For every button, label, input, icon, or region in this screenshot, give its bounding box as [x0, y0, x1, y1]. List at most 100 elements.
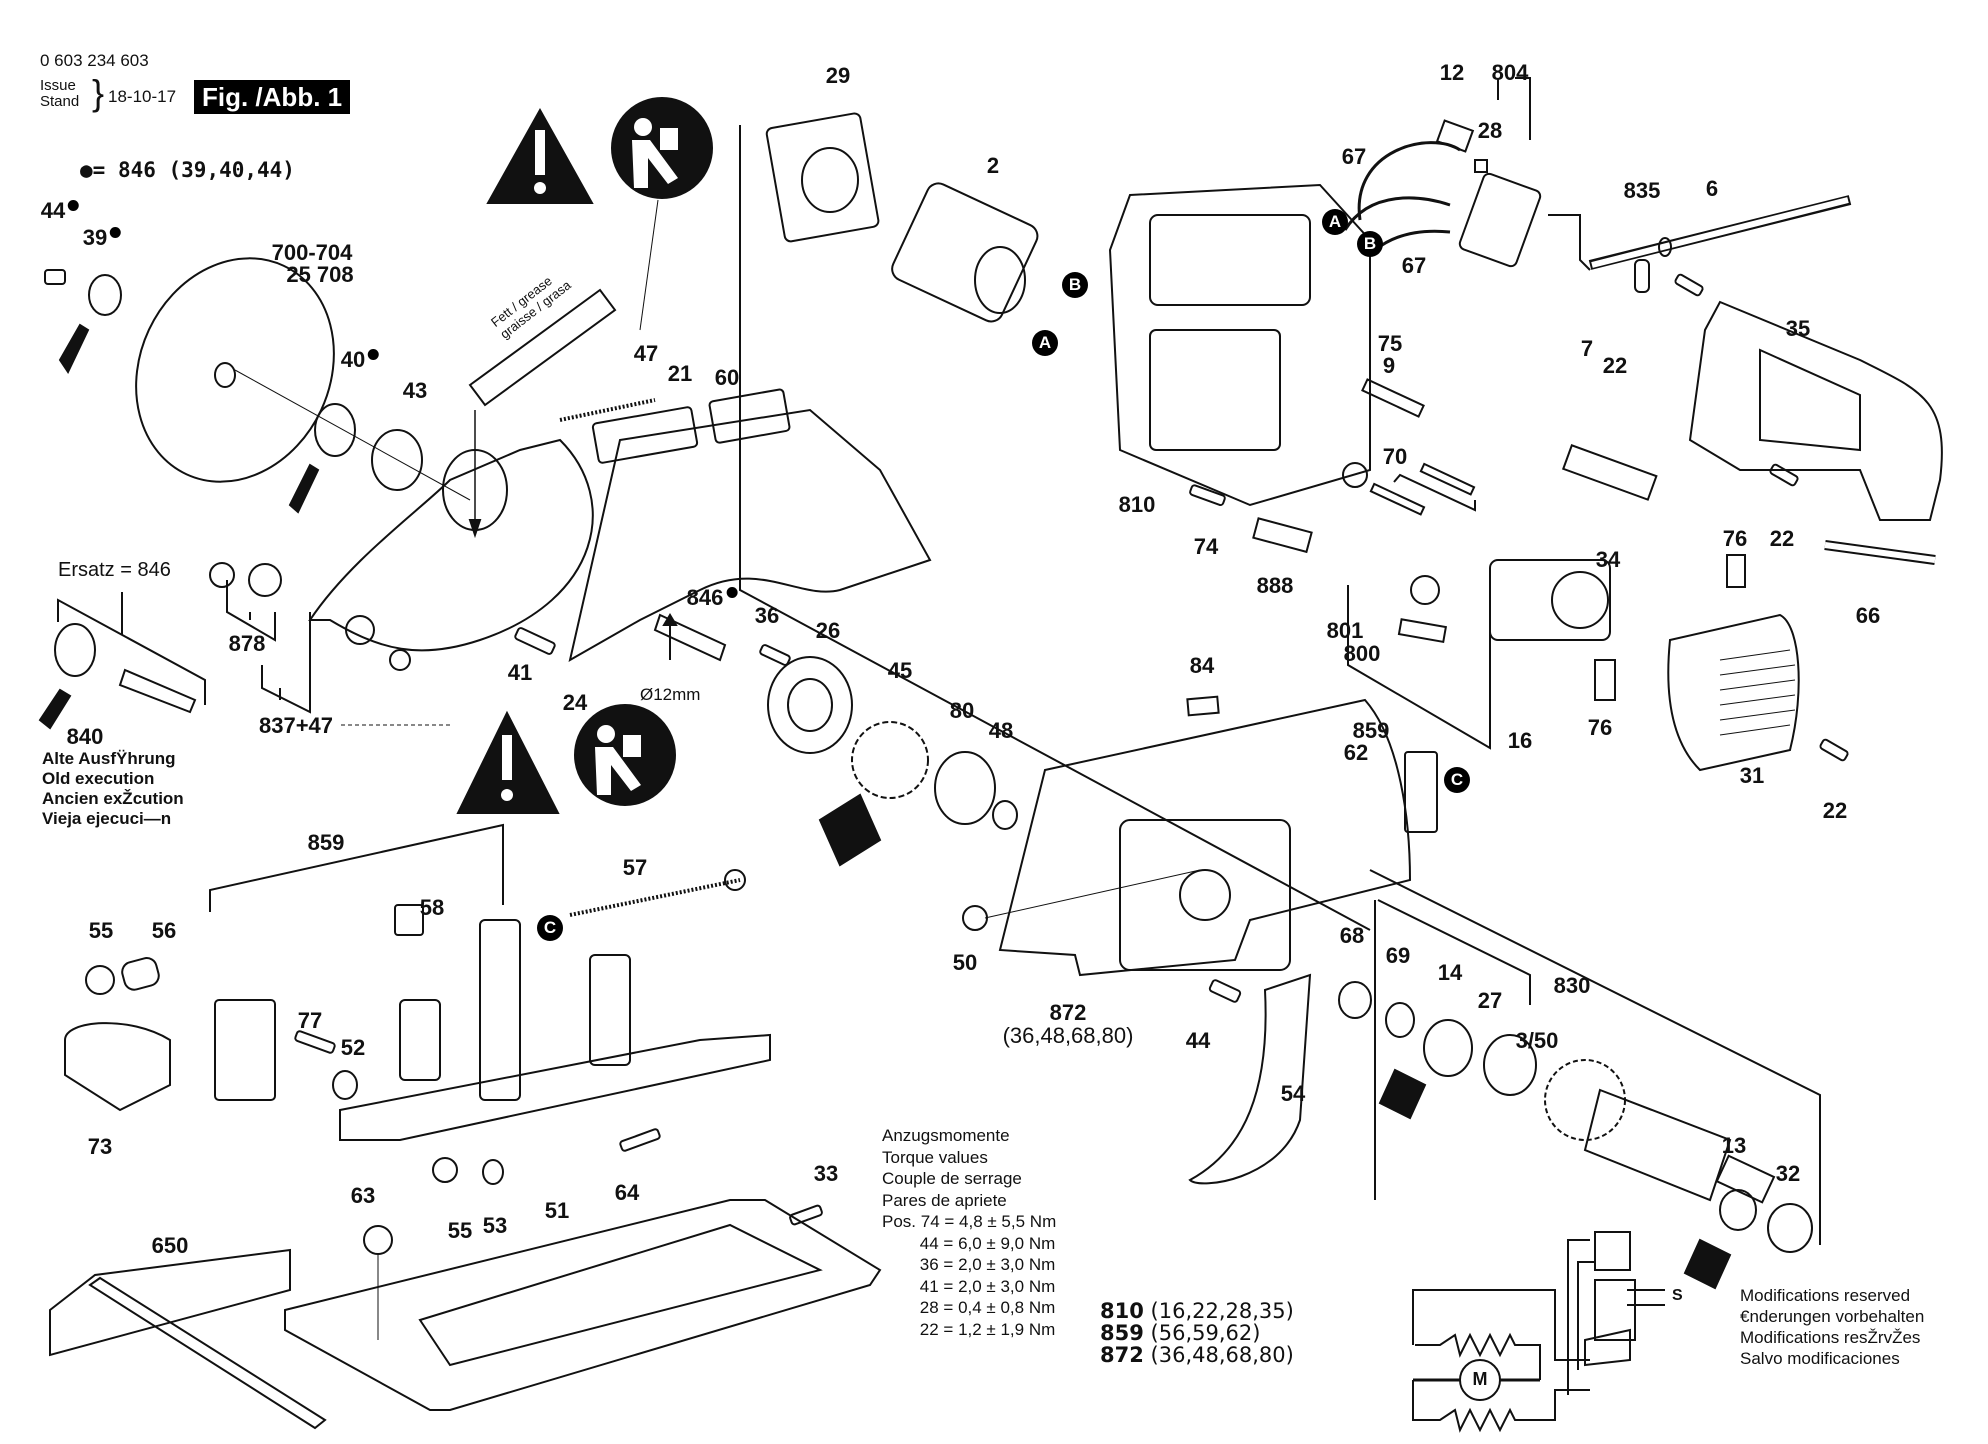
part-label: 878 [228, 631, 266, 656]
part-label: 40 [341, 349, 379, 371]
torque-row: Pos. 74 = 4,8 ± 5,5 Nm [882, 1212, 1057, 1231]
torque-values-table: Anzugsmomente Torque values Couple de se… [882, 1125, 1056, 1340]
bracket-62 [1404, 751, 1438, 833]
part-label: 27 [1477, 988, 1503, 1013]
screw-22 [1819, 738, 1849, 762]
part-label: 32 [1775, 1161, 1801, 1186]
strip-70 [1369, 482, 1426, 516]
connector-marker-b: B [1357, 231, 1383, 257]
warning-triangle-bottom [456, 710, 560, 814]
part-label: 28 [1477, 118, 1503, 143]
wiring-schematic [1412, 1231, 1665, 1433]
assembly-row: 872 (36,48,68,80) [1100, 1344, 1294, 1366]
torque-row: 41 = 2,0 ± 3,0 Nm [882, 1276, 1056, 1296]
part-label: 54 [1280, 1081, 1306, 1106]
part-label: 84 [1189, 653, 1215, 678]
nut-50 [962, 905, 988, 931]
part-label: 34 [1595, 547, 1621, 572]
bearing-68 [1338, 981, 1372, 1019]
brush-holder-16 [1489, 559, 1611, 641]
bushing-48 [992, 800, 1018, 830]
ball-bearing-14 [1423, 1019, 1473, 1077]
read-manual-icon-bottom [574, 704, 676, 806]
connector-marker-c: C [1444, 767, 1470, 793]
part-label: 58 [419, 895, 445, 920]
modifications-note: Modifications reserved €nderungen vorbeh… [1740, 1286, 1925, 1368]
switch-804 [1458, 172, 1542, 268]
armature-3-50 [1544, 1059, 1776, 1204]
assembly-id: 859 [1100, 1321, 1144, 1345]
handle-cover-35 [1688, 300, 1943, 521]
washer [248, 563, 282, 597]
assembly-parts: (56,59,62) [1150, 1321, 1261, 1345]
document-part-number: 0 603 234 603 [40, 51, 149, 70]
warning-triangle-top [486, 107, 594, 204]
part-label: 888 [1256, 573, 1294, 598]
wing-screw-55 [432, 1157, 458, 1183]
ersatz-label: Ersatz = 846 [58, 559, 171, 581]
part-label: 66 [1855, 603, 1881, 628]
part-label: 22 [1822, 798, 1848, 823]
diameter-note: Ø12mm [640, 685, 701, 704]
part-label: 69 [1385, 943, 1411, 968]
gear-marker [818, 793, 882, 867]
seal-ring-27 [1483, 1034, 1537, 1096]
knob-73 [64, 1022, 171, 1112]
screw-22 [1769, 463, 1799, 487]
part-label: 48 [988, 718, 1014, 743]
o-ring-80 [934, 751, 996, 825]
part-label: 75 [1377, 331, 1403, 356]
assembly-parts: (36,48,68,80) [1150, 1343, 1294, 1367]
part-label: 24 [562, 690, 588, 715]
assembly-list: 810 (16,22,28,35)859 (56,59,62)872 (36,4… [1100, 1300, 1294, 1366]
nut-53 [482, 1159, 504, 1185]
part-label: 52 [340, 1035, 366, 1060]
part-label: 41 [507, 660, 533, 685]
part-label: 33 [813, 1161, 839, 1186]
part-label: 62 [1343, 740, 1369, 765]
angle-scale [214, 999, 276, 1101]
assembly-row: 859 (56,59,62) [1100, 1322, 1294, 1344]
connector-marker-a: A [1322, 209, 1348, 235]
clip-58 [394, 904, 424, 936]
part-label: 830 [1553, 973, 1591, 998]
part-label: 801 [1326, 618, 1364, 643]
old-execution-note: Alte AusfŸhrung Old execution Ancien exŽ… [42, 749, 184, 828]
issue-date: 18-10-17 [108, 87, 177, 106]
part-label: 76 [1587, 715, 1613, 740]
part-label: 22 [1602, 353, 1628, 378]
bearing-flange-26 [767, 656, 853, 754]
wrench-indicator [58, 323, 90, 375]
part-label: 3/50 [1515, 1028, 1559, 1053]
motor-housing-810 [1108, 183, 1371, 507]
part-label: 810 [1118, 492, 1156, 517]
cord-sleeve-835 [1658, 237, 1672, 257]
part-label: 846 [687, 587, 738, 609]
carbon-brush-800 [1397, 618, 1448, 644]
part-label: 68 [1339, 923, 1365, 948]
label-plate-21 [591, 406, 699, 464]
label-75 [1361, 378, 1425, 418]
retaining-ring [371, 429, 423, 491]
connector-marker-c: C [537, 915, 563, 941]
wrench-indicator [288, 463, 320, 514]
upper-blade-guard [568, 408, 932, 662]
connector-marker-b: B [1062, 272, 1088, 298]
part-label: 35 [1785, 316, 1811, 341]
cable-wires [1548, 214, 1591, 271]
part-label: 74 [1193, 534, 1219, 559]
read-manual-icon-top [611, 97, 713, 199]
label-888 [1252, 517, 1313, 554]
part-label: 859 [307, 830, 345, 855]
washer [209, 562, 235, 588]
part-label: 12 [1439, 60, 1465, 85]
brace-glyph: } [92, 72, 105, 113]
part-label: 835 [1623, 178, 1661, 203]
assembly-brackets [57, 77, 1821, 1245]
part-label: 50 [952, 950, 978, 975]
part-label: 700-704 [271, 240, 353, 265]
dot-legend: ●= 846 (39,40,44) [80, 160, 295, 181]
bolt-head [724, 869, 746, 891]
part-label: 14 [1437, 960, 1463, 985]
label-76 [1726, 554, 1746, 588]
